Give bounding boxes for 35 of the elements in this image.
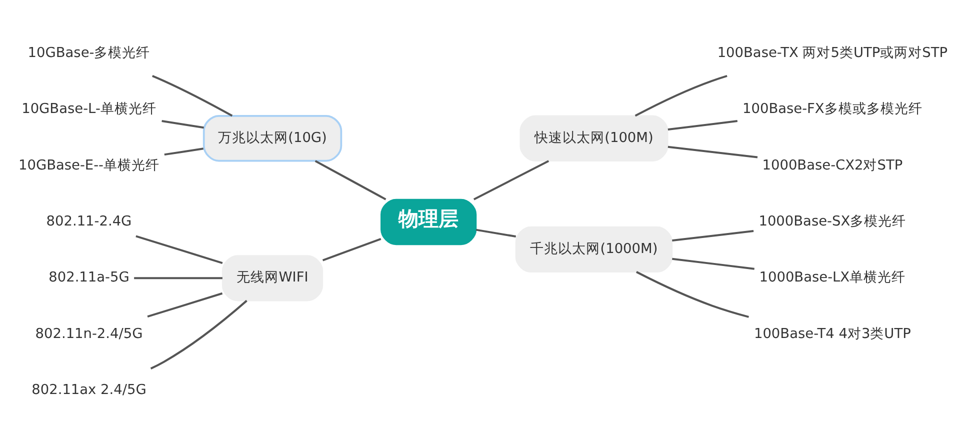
connector xyxy=(314,160,386,200)
connector xyxy=(164,147,204,156)
node-text: 10GBase-多模光纤 xyxy=(28,44,150,60)
connector xyxy=(636,270,749,318)
node-box: 万兆以太网(10G) xyxy=(202,114,342,162)
node-box: 千兆以太网(1000M) xyxy=(515,226,673,272)
connector xyxy=(476,228,516,237)
connector xyxy=(162,120,204,128)
node-text: 10GBase-E--单横光纤 xyxy=(18,156,160,173)
node-text: 802.11-2.4G xyxy=(46,212,132,229)
connector xyxy=(322,238,382,261)
node-text: 1000Base-CX2对STP xyxy=(762,156,903,173)
node-text: 1000Base-LX单横光纤 xyxy=(759,269,906,286)
connector xyxy=(136,234,223,264)
connector xyxy=(634,74,728,116)
connector xyxy=(473,160,550,200)
node-box: 无线网WIFI xyxy=(222,254,324,301)
node-text: 100Base-TX 两对5类UTP或两对STP xyxy=(717,44,948,60)
connector xyxy=(668,145,758,158)
node-text: 802.11n-2.4/5G xyxy=(35,325,143,342)
connector xyxy=(150,299,248,369)
node-text: 1000Base-SX多模光纤 xyxy=(758,212,906,229)
connector xyxy=(152,74,233,116)
node-text: 10GBase-L-单横光纤 xyxy=(22,100,156,117)
connector xyxy=(672,257,754,270)
connector xyxy=(672,230,754,241)
node-text: 100Base-T4 4对3类UTP xyxy=(754,325,911,342)
node-text: 802.11a-5G xyxy=(48,269,130,286)
connector xyxy=(134,276,222,279)
connector xyxy=(668,120,738,130)
node-text: 100Base-FX多模或多模光纤 xyxy=(742,100,922,117)
node-box: 快速以太网(100M) xyxy=(520,114,668,161)
node-box: 物理层 xyxy=(380,198,477,245)
node-text: 802.11ax 2.4/5G xyxy=(32,382,146,398)
connector xyxy=(147,292,223,318)
